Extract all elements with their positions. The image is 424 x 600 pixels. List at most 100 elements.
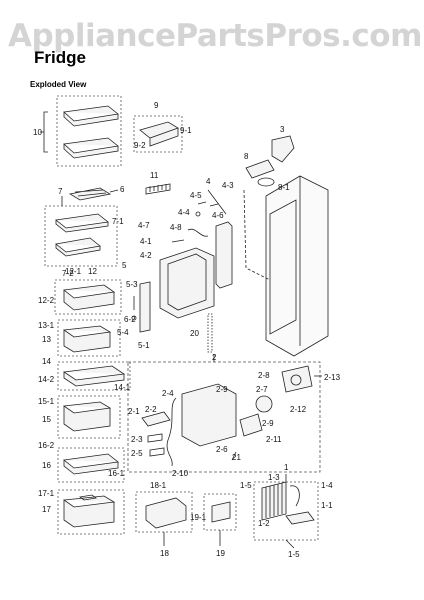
callout-4-7: 4-7: [138, 221, 150, 230]
callout-1-3: 1-3: [268, 473, 280, 482]
callout-box-9: [133, 115, 183, 153]
parts-4-5: [197, 201, 219, 207]
callout-box-10: [56, 95, 122, 167]
leader-21: [231, 451, 237, 461]
callout-18: 18: [160, 549, 169, 558]
callout-4-5: 4-5: [190, 191, 202, 200]
parts-2-3: [147, 433, 163, 443]
part-6-2: [131, 315, 137, 321]
exploded-view-label: Exploded View: [30, 80, 87, 89]
drawer-12: [63, 284, 116, 311]
callout-17-1: 17-1: [38, 489, 55, 498]
callout-2-2: 2-2: [145, 405, 157, 414]
callout-box-12: [54, 279, 122, 315]
callout-4-6: 4-6: [212, 211, 224, 220]
crisper-13: [62, 325, 112, 353]
pan-1-1: [285, 511, 315, 525]
callout-13-1: 13-1: [38, 321, 55, 330]
callout-5-3: 5-3: [126, 280, 138, 289]
callout-box-2: [127, 361, 321, 473]
callout-box-7: [44, 205, 118, 267]
fan-2-7: [255, 395, 273, 413]
callout-8: 8: [244, 152, 249, 161]
callout-6-2: 6-2: [124, 315, 136, 324]
callout-4-1: 4-1: [140, 237, 152, 246]
wire-2-4: [166, 397, 177, 467]
callout-4: 4: [206, 177, 211, 186]
cover-16: [63, 453, 119, 475]
callout-2-5: 2-5: [131, 449, 143, 458]
callout-4-8: 4-8: [170, 223, 182, 232]
leader-4-1: [171, 239, 185, 243]
callout-9-2: 9-2: [134, 141, 146, 150]
drawer-17: [62, 495, 116, 528]
leader-4: [207, 189, 227, 215]
callout-2-7: 2-7: [256, 385, 268, 394]
strip-20: [207, 313, 213, 353]
watermark-logo: AppliancePartsPros.com: [8, 18, 422, 54]
callout-8-1: 8-1: [278, 183, 290, 192]
callout-12-1: 12-1: [65, 267, 82, 276]
callout-1-4: 1-4: [321, 481, 333, 490]
duct-18: [145, 497, 187, 529]
callout-16-2: 16-2: [38, 441, 55, 450]
shelf-7-2: [55, 237, 101, 257]
callout-1-2: 1-2: [258, 519, 270, 528]
housing-2-6: [181, 383, 237, 447]
parts-2-5: [149, 447, 165, 457]
callout-14-1: 14-1: [114, 383, 131, 392]
callout-10: 10: [33, 128, 42, 137]
duct-4-6: [215, 221, 233, 289]
callout-2-11: 2-11: [266, 435, 282, 444]
callout-2-1: 2-1: [128, 407, 140, 416]
shelf-10-bottom: [63, 137, 119, 159]
callout-21: 21: [232, 453, 241, 462]
callout-2-13: 2-13: [324, 373, 341, 382]
fan-8-1: [257, 177, 275, 187]
callout-2-10: 2-10: [172, 469, 189, 478]
callout-1: 1: [284, 463, 289, 472]
leader-1-5: [285, 539, 295, 549]
cabinet-door: [269, 199, 297, 335]
part-2-9: [239, 413, 263, 437]
callout-17: 17: [42, 505, 51, 514]
wire-4-8: [187, 228, 209, 237]
callout-16-1: 16-1: [108, 469, 125, 478]
callout-1-5-a: 1-5: [240, 481, 252, 490]
callout-14-2: 14-2: [38, 375, 55, 384]
callout-1-5-b: 1-5: [288, 550, 300, 559]
motor-2-8: [281, 365, 313, 393]
callout-2-6: 2-6: [216, 445, 228, 454]
callout-5: 5: [122, 261, 127, 270]
callout-16: 16: [42, 461, 51, 470]
panel-5: [139, 281, 151, 333]
callout-4-3: 4-3: [222, 181, 234, 190]
shelf-7-1: [55, 213, 109, 233]
callout-19-1: 19-1: [190, 513, 207, 522]
filter-11: [145, 183, 171, 195]
wine-rack-7: [68, 187, 112, 201]
callout-2-3: 2-3: [131, 435, 143, 444]
callout-2-9-b: 2-9: [262, 419, 274, 428]
callout-5-1: 5-1: [138, 341, 150, 350]
callout-1-1: 1-1: [321, 501, 333, 510]
grate-17-1: [79, 494, 97, 501]
drawer-15: [62, 401, 112, 432]
housing-4: [159, 247, 215, 319]
callout-7-1: 7-1: [112, 217, 124, 226]
callout-12-2: 12-2: [38, 296, 55, 305]
tube-1-4: [289, 485, 300, 507]
callout-box-17: [57, 489, 125, 535]
callout-12: 12: [88, 267, 97, 276]
callout-2-8: 2-8: [258, 371, 270, 380]
callout-5-4: 5-4: [117, 328, 129, 337]
callout-box-16: [57, 447, 125, 483]
motor-2-8-hub: [290, 374, 302, 386]
callout-15-1: 15-1: [38, 397, 55, 406]
callout-box-14: [57, 361, 131, 391]
cover-14: [62, 365, 126, 387]
callout-2: 2: [212, 353, 217, 362]
callout-20: 20: [190, 329, 199, 338]
